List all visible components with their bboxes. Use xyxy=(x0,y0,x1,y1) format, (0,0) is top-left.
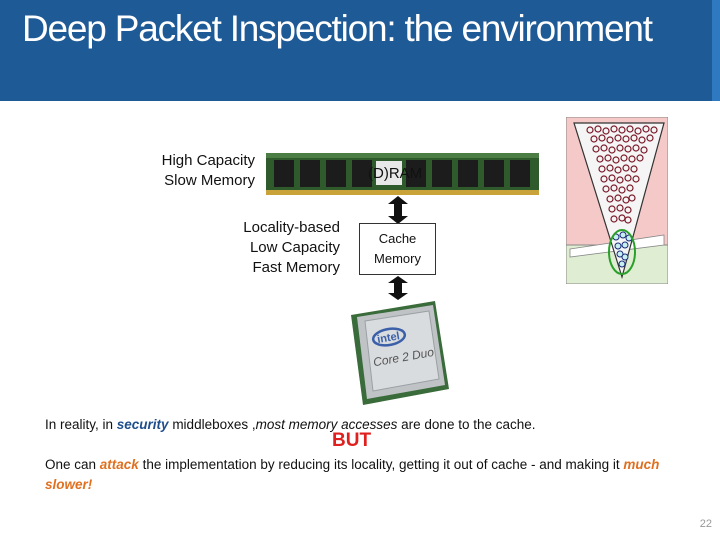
fast-memory-label-line2: Low Capacity xyxy=(249,239,340,256)
ram-module-image xyxy=(266,153,539,195)
cache-memory-box: Cache Memory xyxy=(359,223,436,275)
slow-memory-label-line2: Slow Memory xyxy=(164,172,255,189)
cache-label-line1: Cache xyxy=(378,231,417,246)
attack-text-b: the implementation by reducing its local… xyxy=(138,457,624,472)
page-number: 22 xyxy=(699,518,712,530)
title-bar xyxy=(0,0,720,101)
reality-text-c: are done to the cache. xyxy=(397,417,536,432)
cache-cpu-arrow xyxy=(388,276,408,300)
cache-label-line2: Memory xyxy=(374,251,421,266)
reality-text-b: middleboxes , xyxy=(168,417,256,432)
attack-paragraph: One can attack the implementation by red… xyxy=(45,455,705,495)
slow-memory-label-line1: High Capacity xyxy=(161,152,255,169)
fast-memory-label-line1: Locality-based xyxy=(243,219,340,236)
attack-text-a: One can xyxy=(45,457,100,472)
cpu-brand-text: intel xyxy=(376,330,400,346)
most-accesses-highlight: most memory accesses xyxy=(255,417,398,432)
fast-memory-label-line3: Fast Memory xyxy=(252,259,340,276)
security-highlight: security xyxy=(116,417,169,432)
fast-memory-label: Locality-based Low Capacity Fast Memory xyxy=(200,218,340,278)
slow-memory-label: High Capacity Slow Memory xyxy=(120,151,255,191)
ram-label: (D)RAM xyxy=(368,165,423,182)
slower-highlight: much slower! xyxy=(45,457,660,492)
but-label: BUT xyxy=(332,430,372,451)
title-accent-stripe xyxy=(712,0,720,101)
ram-cache-arrow xyxy=(388,196,408,224)
attack-highlight: attack xyxy=(99,457,139,472)
reality-text-a: In reality, in xyxy=(45,417,117,432)
cache-funnel-illustration xyxy=(566,117,668,284)
slide-title: Deep Packet Inspection: the environment xyxy=(22,8,653,49)
cpu-chip-image: intel Core 2 Duo xyxy=(351,301,449,405)
reality-paragraph: In reality, in security middleboxes ,mos… xyxy=(45,415,685,435)
